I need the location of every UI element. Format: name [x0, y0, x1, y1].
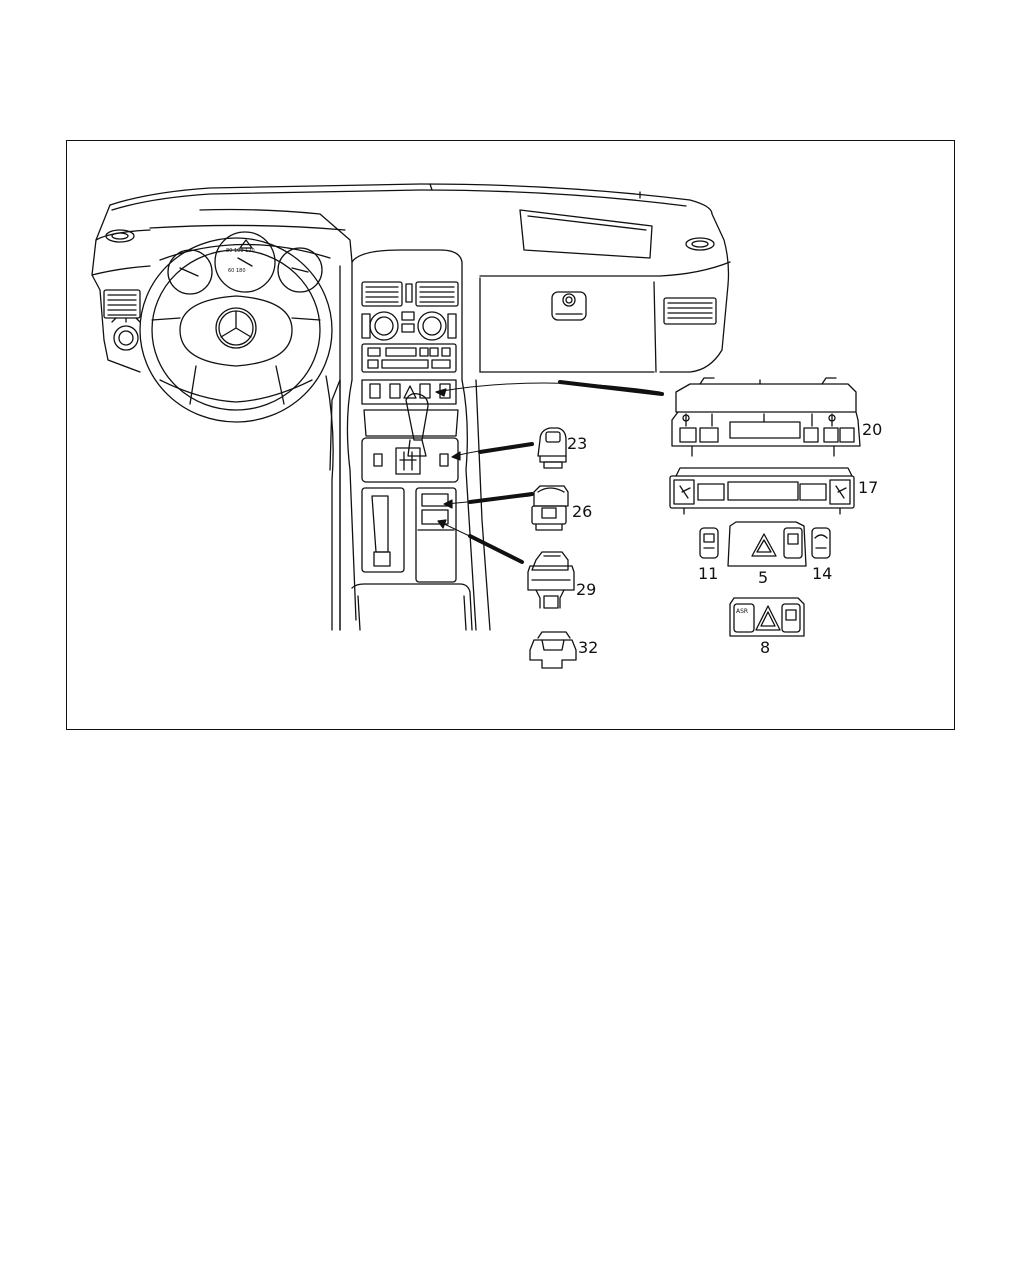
headlight-switch-knob — [111, 317, 141, 351]
steering-column — [329, 379, 341, 471]
part-23-switch — [537, 427, 567, 469]
part-20-switch-module — [671, 377, 861, 457]
svg-text:60 180: 60 180 — [228, 268, 246, 274]
callout-29: 29 — [576, 580, 597, 599]
callout-8: 8 — [760, 638, 771, 657]
part-8-asr-hazard-block: ASR — [729, 597, 805, 637]
callout-17: 17 — [858, 478, 879, 497]
diagram-frame — [66, 140, 955, 730]
part-26-switch — [531, 485, 569, 531]
callout-11: 11 — [698, 564, 719, 583]
part-29-switch — [527, 551, 575, 609]
callout-23: 23 — [567, 434, 588, 453]
part-11-switch — [699, 527, 719, 559]
passenger-airbag-cover — [519, 209, 653, 259]
callout-26: 26 — [572, 502, 593, 521]
part-5-hazard-switch-block — [727, 521, 807, 567]
callout-14: 14 — [812, 564, 833, 583]
center-console — [325, 375, 491, 631]
steering-wheel — [139, 237, 333, 423]
callout-32: 32 — [578, 638, 599, 657]
leader-lines — [435, 380, 664, 564]
glovebox-latch — [551, 291, 587, 321]
left-side-vent — [103, 229, 141, 319]
svg-text:80 100 120: 80 100 120 — [226, 248, 255, 254]
instrument-cluster: 80 100 120 60 180 — [159, 231, 331, 295]
asr-switch-label: ASR — [736, 608, 748, 615]
part-17-seat-heater-module — [669, 467, 855, 515]
part-14-switch — [811, 527, 831, 559]
part-32-switch — [529, 631, 577, 669]
callout-5: 5 — [758, 568, 769, 587]
center-stack — [351, 249, 463, 405]
callout-20: 20 — [862, 420, 883, 439]
right-side-vent — [663, 237, 717, 325]
